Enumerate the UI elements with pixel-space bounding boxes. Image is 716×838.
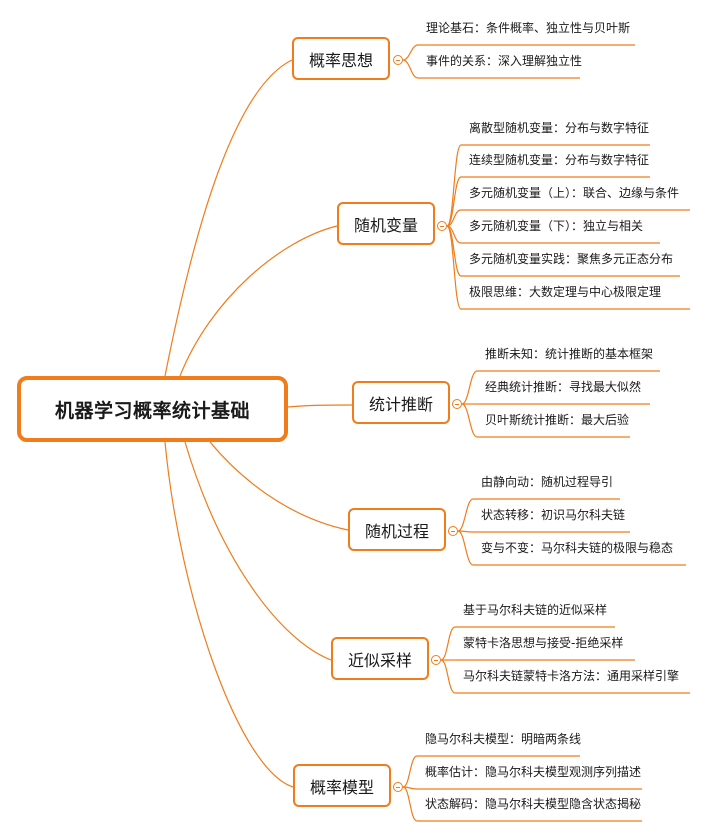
root-to-branch-connector [164, 59, 293, 377]
root-to-branch-connector [209, 441, 349, 531]
branch-to-leaf-connector [461, 403, 478, 438]
branch-node-approximate-sampling[interactable]: 近似采样 [331, 637, 429, 680]
leaf-node[interactable]: 多元随机变量（下）：独立与相关 [469, 219, 644, 233]
branch-to-leaf-connector [440, 626, 456, 661]
branch-to-leaf-connector [446, 176, 462, 227]
leaf-node[interactable]: 马尔科夫链蒙特卡洛方法：通用采样引擎 [463, 669, 680, 683]
collapse-toggle-icon[interactable] [452, 399, 462, 409]
branch-to-leaf-connector [402, 59, 419, 79]
leaf-node[interactable]: 理论基石：条件概率、独立性与贝叶斯 [426, 21, 631, 35]
leaf-node[interactable]: 蒙特卡洛思想与接受-拒绝采样 [463, 636, 624, 650]
leaf-node[interactable]: 贝叶斯统计推断：最大后验 [485, 413, 630, 427]
leaf-node[interactable]: 概率估计：隐马尔科夫模型观测序列描述 [425, 765, 642, 779]
root-node[interactable]: 机器学习概率统计基础 [17, 376, 288, 442]
branch-node-probabilistic-models[interactable]: 概率模型 [293, 764, 391, 807]
root-to-branch-connector [164, 441, 294, 788]
collapse-toggle-icon[interactable] [437, 221, 447, 231]
leaf-node[interactable]: 极限思维：大数定理与中心极限定理 [469, 285, 662, 299]
collapse-toggle-icon[interactable] [431, 655, 441, 665]
leaf-node[interactable]: 状态解码：隐马尔科夫模型隐含状态揭秘 [425, 797, 642, 811]
root-to-branch-connector [287, 404, 353, 408]
collapse-toggle-icon[interactable] [393, 782, 403, 792]
branch-node-statistical-inference[interactable]: 统计推断 [352, 381, 450, 424]
leaf-node[interactable]: 推断未知：统计推断的基本框架 [485, 347, 654, 361]
branch-node-probability-thinking[interactable]: 概率思想 [292, 37, 390, 80]
branch-to-leaf-connector [457, 498, 474, 532]
root-to-branch-connector [184, 441, 332, 661]
branch-to-leaf-connector [402, 755, 418, 788]
leaf-node[interactable]: 连续型随机变量：分布与数字特征 [469, 153, 650, 167]
branch-to-leaf-connector [446, 144, 462, 227]
leaf-node[interactable]: 隐马尔科夫模型：明暗两条线 [425, 732, 582, 746]
leaf-node[interactable]: 状态转移：初识马尔科夫链 [481, 508, 626, 522]
collapse-toggle-icon[interactable] [448, 526, 458, 536]
root-to-branch-connector [179, 225, 338, 377]
branch-node-random-variables[interactable]: 随机变量 [337, 202, 435, 245]
leaf-node[interactable]: 离散型随机变量：分布与数字特征 [469, 121, 650, 135]
leaf-node[interactable]: 变与不变：马尔科夫链的极限与稳态 [481, 541, 674, 555]
branch-node-random-process[interactable]: 随机过程 [348, 508, 446, 551]
branch-to-leaf-connector [446, 225, 462, 310]
branch-to-leaf-connector [446, 209, 462, 227]
branch-to-leaf-connector [402, 44, 419, 61]
branch-to-leaf-connector [457, 530, 474, 566]
branch-to-leaf-connector [440, 659, 456, 694]
branch-to-leaf-connector [402, 786, 418, 822]
branch-to-leaf-connector [461, 370, 478, 405]
leaf-node[interactable]: 经典统计推断：寻找最大似然 [485, 380, 642, 394]
collapse-toggle-icon[interactable] [393, 55, 403, 65]
leaf-node[interactable]: 多元随机变量（上）：联合、边缘与条件 [469, 186, 680, 200]
leaf-node[interactable]: 多元随机变量实践：聚焦多元正态分布 [469, 252, 674, 266]
leaf-node[interactable]: 事件的关系：深入理解独立性 [426, 54, 583, 68]
leaf-node[interactable]: 基于马尔科夫链的近似采样 [463, 603, 608, 617]
leaf-node[interactable]: 由静向动：随机过程导引 [481, 475, 614, 489]
